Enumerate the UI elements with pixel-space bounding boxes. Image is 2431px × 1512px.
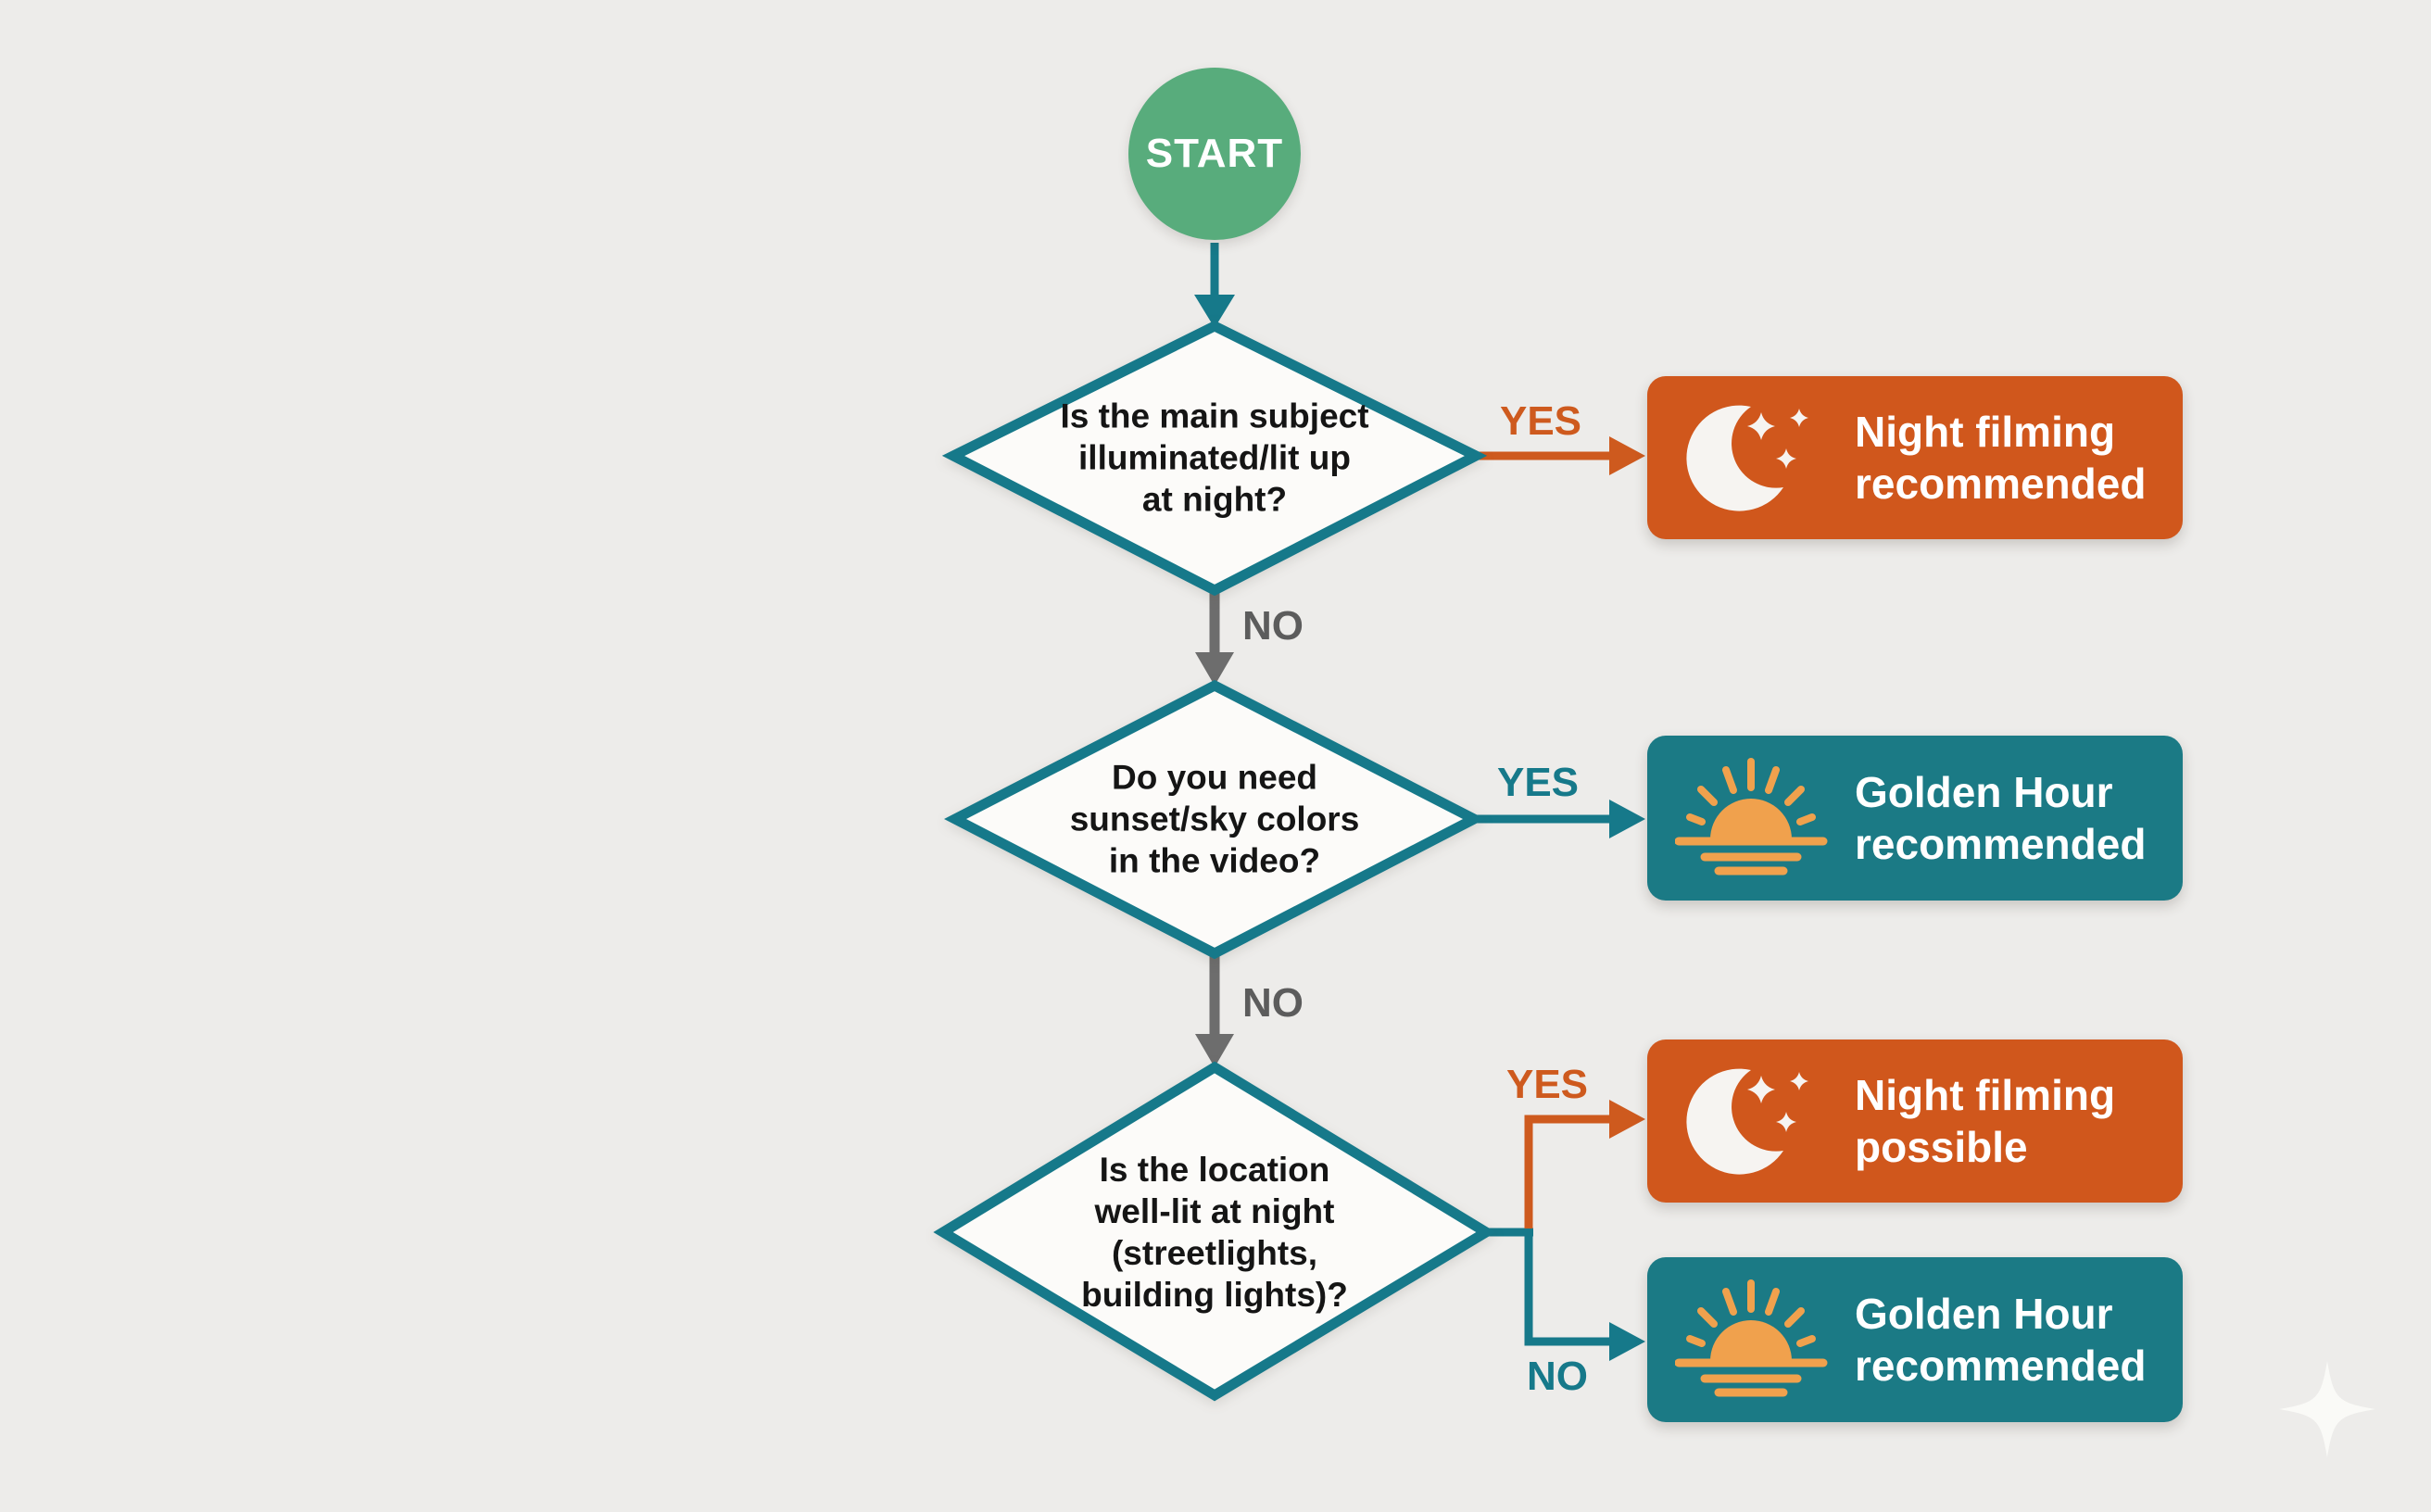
- horizon-lines: [1675, 837, 1828, 876]
- decision-line: Is the main subject: [1060, 397, 1369, 435]
- edge-start-arrowhead: [1194, 295, 1235, 328]
- outcome-text: Night filming recommended: [1855, 406, 2146, 510]
- outcome-line: Night filming: [1855, 408, 2116, 456]
- star-shape: [1776, 1112, 1796, 1132]
- outcome-line: possible: [1855, 1123, 2028, 1171]
- decision-diamond-2: [944, 679, 1485, 960]
- decision-line: in the video?: [1108, 841, 1321, 880]
- decision-diamond-1: [941, 320, 1488, 597]
- outcome-text: Golden Hour recommended: [1855, 766, 2146, 870]
- start-node: START: [1128, 68, 1301, 240]
- decision-line: (streetlights,: [1111, 1234, 1318, 1272]
- outcome-box-night-recommended: Night filming recommended: [1647, 376, 2183, 539]
- decision-line: illuminated/lit up: [1078, 438, 1351, 477]
- outcome-line: recommended: [1855, 820, 2147, 868]
- edge-yes-3-arrowhead: [1609, 1100, 1645, 1139]
- edge-label-yes-3: YES: [1505, 1062, 1589, 1107]
- horizon-lines: [1675, 1358, 1828, 1397]
- star-shape: [1747, 412, 1775, 440]
- edge-no-3-arrowhead: [1609, 1322, 1645, 1361]
- crescent-moon-shape: [1686, 405, 1783, 511]
- edge-no-3-line: [1524, 1228, 1612, 1346]
- sun-rays: [1686, 758, 1816, 825]
- star-shape: [1776, 448, 1796, 469]
- outcome-box-golden-hour: Golden Hour recommended: [1647, 736, 2183, 901]
- outcome-line: Golden Hour: [1855, 1290, 2113, 1338]
- crescent-moon-shape: [1686, 1068, 1783, 1175]
- moon-stars-icon: [1686, 1068, 1808, 1175]
- outcome-line: Golden Hour: [1855, 768, 2113, 816]
- edge-no-2-arrowhead: [1195, 1034, 1234, 1067]
- decision-line: at night?: [1141, 480, 1288, 519]
- sunset-icon: [1675, 758, 1828, 876]
- decision-line: sunset/sky colors: [1069, 800, 1360, 838]
- outcome-line: Night filming: [1855, 1071, 2116, 1119]
- moon-stars-icon: [1686, 405, 1808, 511]
- edge-no-1-arrowhead: [1195, 652, 1234, 686]
- star-shape: [1790, 1072, 1808, 1090]
- sparkle-watermark-icon: [2279, 1361, 2375, 1457]
- outcome-text: Golden Hour recommended: [1855, 1288, 2146, 1392]
- start-label: START: [1145, 131, 1284, 176]
- star-shape: [1747, 1076, 1775, 1103]
- sun-half-disc-shape: [1710, 1320, 1792, 1361]
- decision-3-text: Is the location well-lit at night (stree…: [964, 1149, 1465, 1316]
- decision-2-text: Do you need sunset/sky colors in the vid…: [964, 757, 1465, 882]
- sun-half-disc-shape: [1710, 799, 1792, 839]
- decision-line: building lights)?: [1081, 1276, 1348, 1314]
- decision-line: Is the location: [1099, 1151, 1330, 1189]
- decision-line: Do you need: [1111, 758, 1318, 797]
- edge-yes-2-arrowhead: [1609, 800, 1645, 838]
- sunset-icon: [1675, 1279, 1828, 1397]
- decision-diamond-3: [933, 1061, 1496, 1402]
- edge-label-no-1: NO: [1242, 603, 1304, 649]
- edge-label-no-3: NO: [1527, 1354, 1588, 1399]
- outcome-line: recommended: [1855, 460, 2147, 508]
- decision-line: well-lit at night: [1094, 1192, 1335, 1230]
- edge-label-yes-2: YES: [1496, 760, 1580, 805]
- sun-rays: [1686, 1279, 1816, 1347]
- edge-label-yes-1: YES: [1499, 398, 1582, 444]
- outcome-box-night-possible: Night filming possible: [1647, 1040, 2183, 1203]
- outcome-line: recommended: [1855, 1342, 2147, 1390]
- outcome-box-golden-hour-2: Golden Hour recommended: [1647, 1257, 2183, 1422]
- edge-yes-3-line: [1524, 1115, 1612, 1232]
- star-shape: [1790, 409, 1808, 427]
- outcome-text: Night filming possible: [1855, 1069, 2115, 1173]
- edge-yes-1-arrowhead: [1609, 436, 1645, 475]
- decision-1-text: Is the main subject illuminated/lit up a…: [964, 396, 1465, 521]
- edge-label-no-2: NO: [1242, 980, 1304, 1026]
